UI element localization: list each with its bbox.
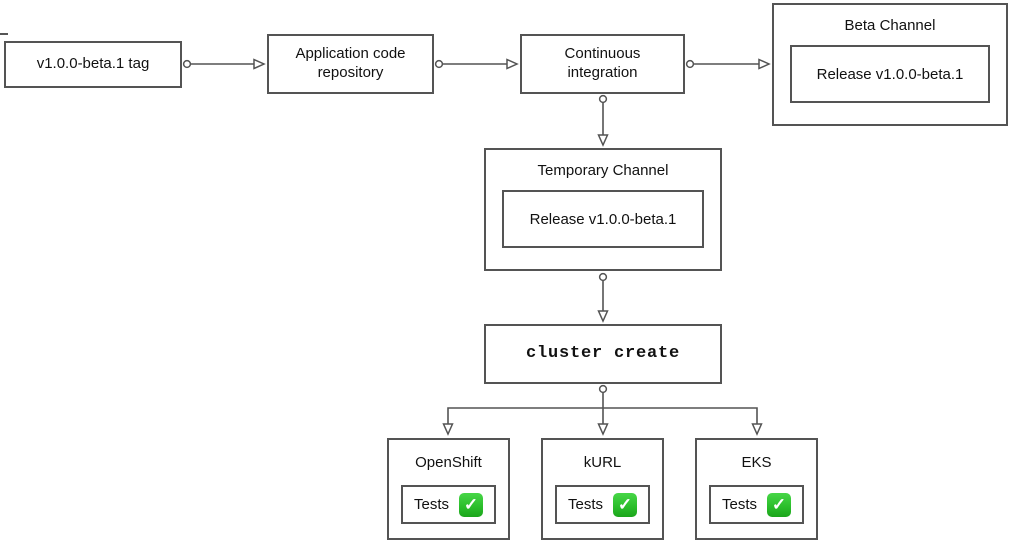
node-temporary-release-label: Release v1.0.0-beta.1 — [529, 210, 677, 228]
node-cluster-create-label: cluster create — [525, 344, 681, 364]
node-kurl-tests[interactable]: Tests ✓ — [555, 485, 650, 524]
node-openshift-tests-label: Tests — [413, 496, 449, 513]
node-version-tag[interactable]: v1.0.0-beta.1 tag — [4, 41, 182, 88]
group-eks[interactable]: EKS Tests ✓ — [695, 438, 818, 540]
node-beta-release[interactable]: Release v1.0.0-beta.1 — [790, 45, 990, 103]
edge-cluster-create-to-openshift — [442, 407, 603, 436]
node-version-tag-label: v1.0.0-beta.1 tag — [36, 55, 150, 73]
stray-edge-fragment — [0, 33, 8, 35]
check-mark-button-icon: ✓ — [767, 492, 791, 517]
check-mark-button-icon: ✓ — [613, 492, 637, 517]
edge-cluster-create-to-eks — [603, 407, 763, 436]
group-beta-channel-title: Beta Channel — [844, 16, 936, 34]
group-openshift[interactable]: OpenShift Tests ✓ — [387, 438, 510, 540]
group-openshift-title: OpenShift — [415, 454, 482, 471]
node-application-code-repository-label: Application code repository — [295, 45, 406, 81]
node-beta-release-label: Release v1.0.0-beta.1 — [816, 65, 964, 83]
group-kurl-title: kURL — [583, 454, 622, 471]
group-temporary-channel-title: Temporary Channel — [537, 161, 669, 179]
group-temporary-channel[interactable]: Temporary Channel Release v1.0.0-beta.1 — [484, 148, 722, 271]
node-eks-tests[interactable]: Tests ✓ — [709, 485, 804, 524]
check-glyph: ✓ — [463, 494, 479, 514]
node-eks-tests-label: Tests — [721, 496, 757, 513]
node-continuous-integration[interactable]: Continuous integration — [520, 34, 685, 94]
group-beta-channel[interactable]: Beta Channel Release v1.0.0-beta.1 — [772, 3, 1008, 126]
node-temporary-release[interactable]: Release v1.0.0-beta.1 — [502, 190, 704, 248]
check-glyph: ✓ — [617, 494, 633, 514]
node-kurl-tests-label: Tests — [567, 496, 603, 513]
check-glyph: ✓ — [771, 494, 787, 514]
group-eks-title: EKS — [741, 454, 772, 471]
check-mark-button-icon: ✓ — [459, 492, 483, 517]
node-continuous-integration-label: Continuous integration — [564, 45, 641, 81]
group-kurl[interactable]: kURL Tests ✓ — [541, 438, 664, 540]
node-application-code-repository[interactable]: Application code repository — [267, 34, 434, 94]
node-openshift-tests[interactable]: Tests ✓ — [401, 485, 496, 524]
node-cluster-create[interactable]: cluster create — [484, 324, 722, 384]
